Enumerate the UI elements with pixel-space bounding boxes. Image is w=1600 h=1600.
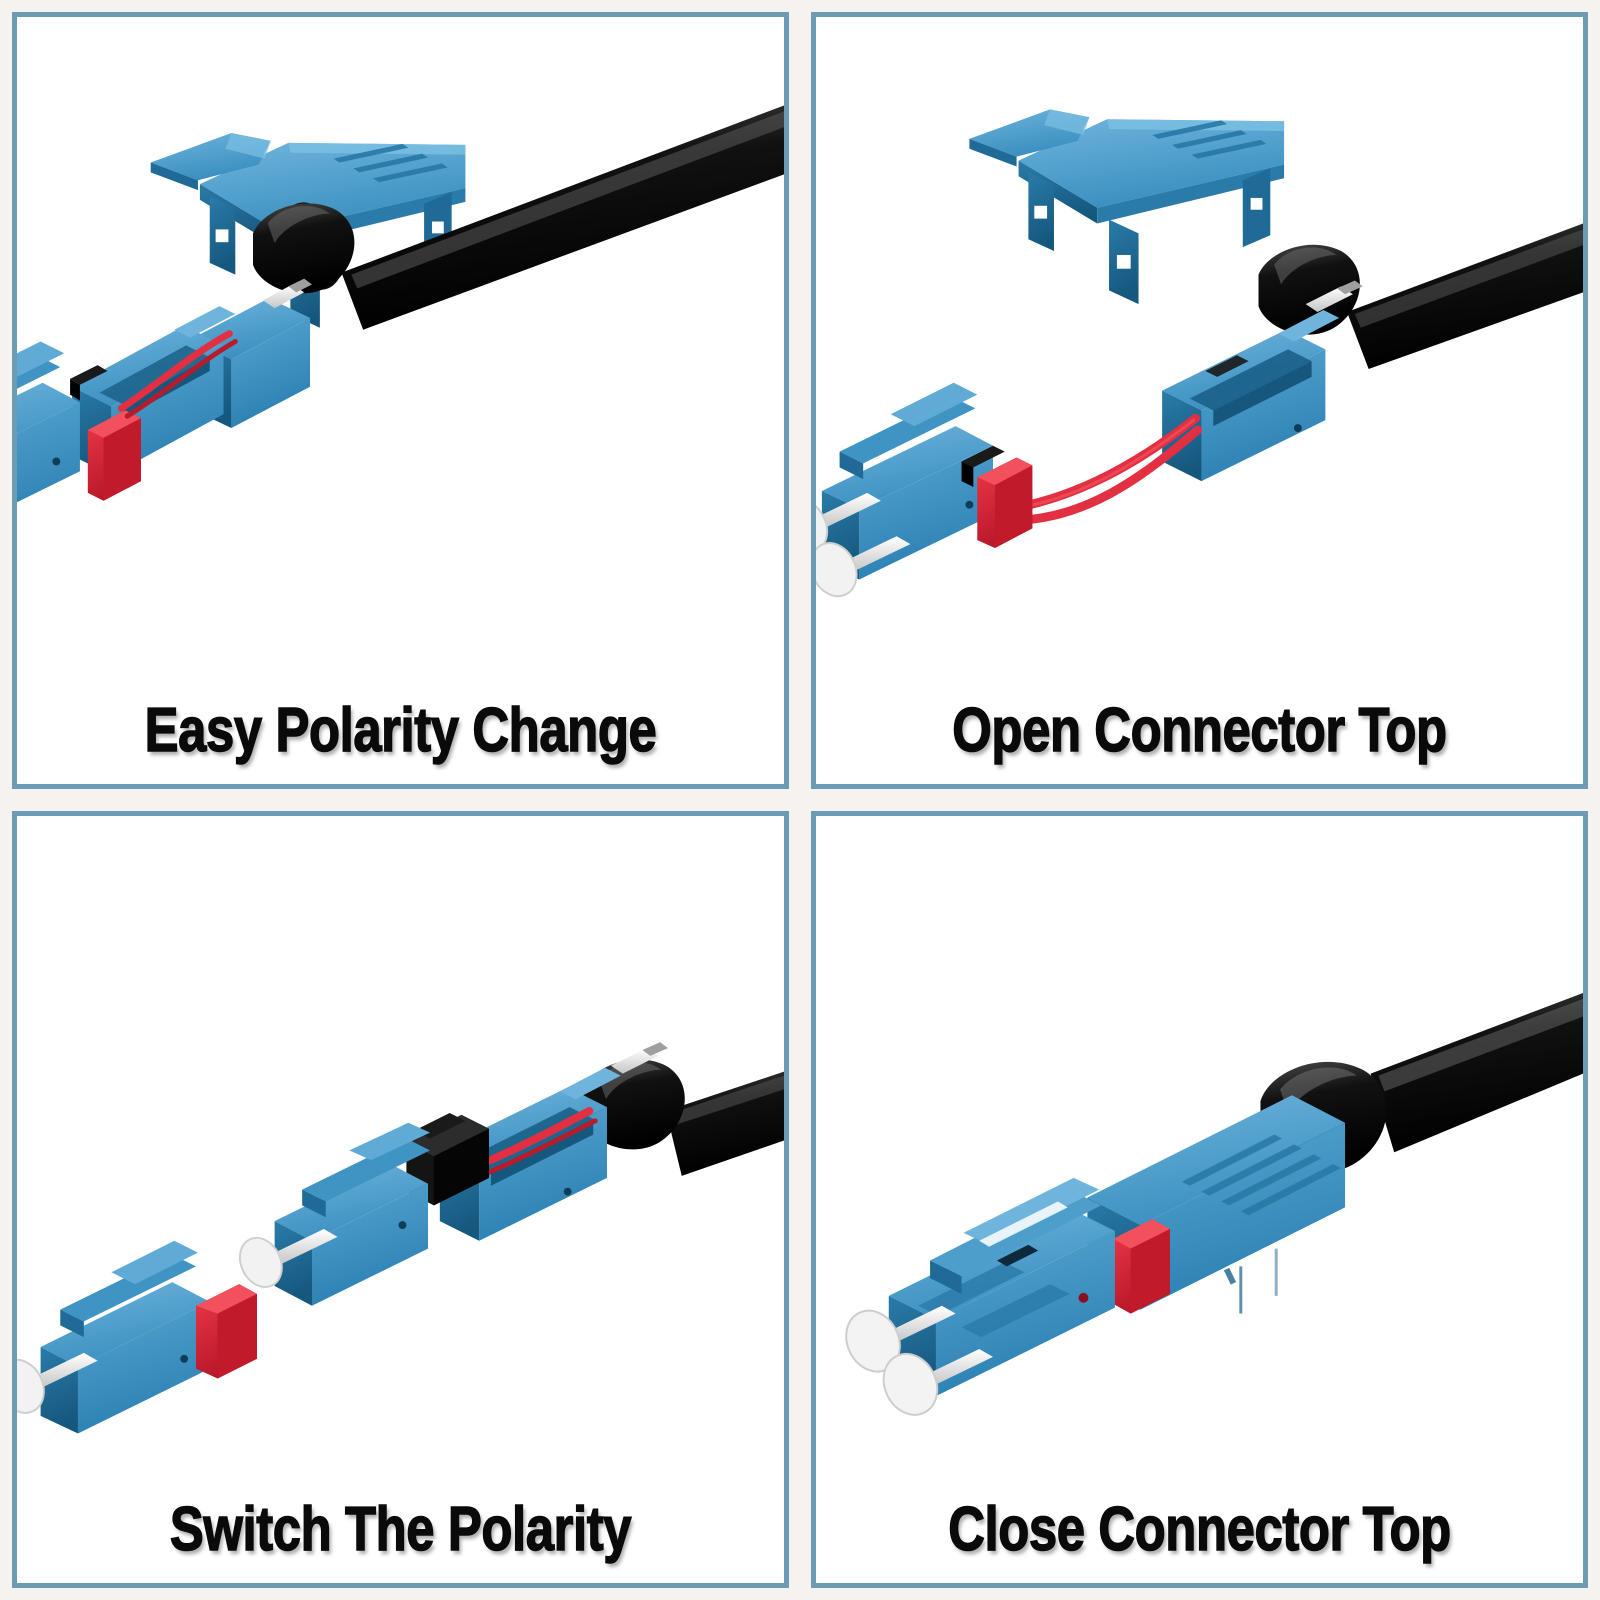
panel-switch-the-polarity: Switch The Polarity <box>12 811 789 1588</box>
panel-caption: Switch The Polarity <box>169 1495 632 1564</box>
connector-illustration-1 <box>17 105 784 503</box>
panel-caption: Open Connector Top <box>952 696 1448 765</box>
cable-and-boot <box>583 1059 784 1176</box>
panel-easy-polarity-change: Easy Polarity Change <box>12 12 789 789</box>
panel-close-connector-top: Close Connector Top <box>811 811 1588 1588</box>
panel-open-connector-top: Open Connector Top <box>811 12 1588 789</box>
panel-caption: Easy Polarity Change <box>144 696 657 765</box>
illustration-easy-polarity-change <box>17 17 784 784</box>
connector-illustration-3 <box>17 1042 784 1434</box>
connector-body <box>17 278 312 503</box>
connector-illustration-2 <box>816 109 1583 598</box>
connector-illustration-4 <box>845 993 1583 1416</box>
panel-caption: Close Connector Top <box>948 1495 1452 1564</box>
rear-housing <box>1162 280 1363 482</box>
middle-body <box>238 1122 430 1306</box>
detached-top-cover <box>150 133 466 328</box>
assembled-connector <box>845 1095 1346 1416</box>
detached-top-cover <box>969 109 1285 305</box>
red-fiber-strands <box>1006 413 1202 525</box>
ferrule-caps <box>845 1305 993 1416</box>
panel-grid: Easy Polarity Change <box>12 12 1588 1588</box>
illustration-close-connector-top <box>816 816 1583 1583</box>
illustration-switch-the-polarity <box>17 816 784 1583</box>
ferrule-caps <box>816 492 911 598</box>
front-connector-body <box>816 382 1033 598</box>
rear-housing <box>406 1042 668 1241</box>
illustration-open-connector-top <box>816 17 1583 784</box>
cable-and-boot <box>1258 223 1583 370</box>
cable-and-boot <box>253 105 784 330</box>
front-connector-half <box>17 1240 257 1434</box>
